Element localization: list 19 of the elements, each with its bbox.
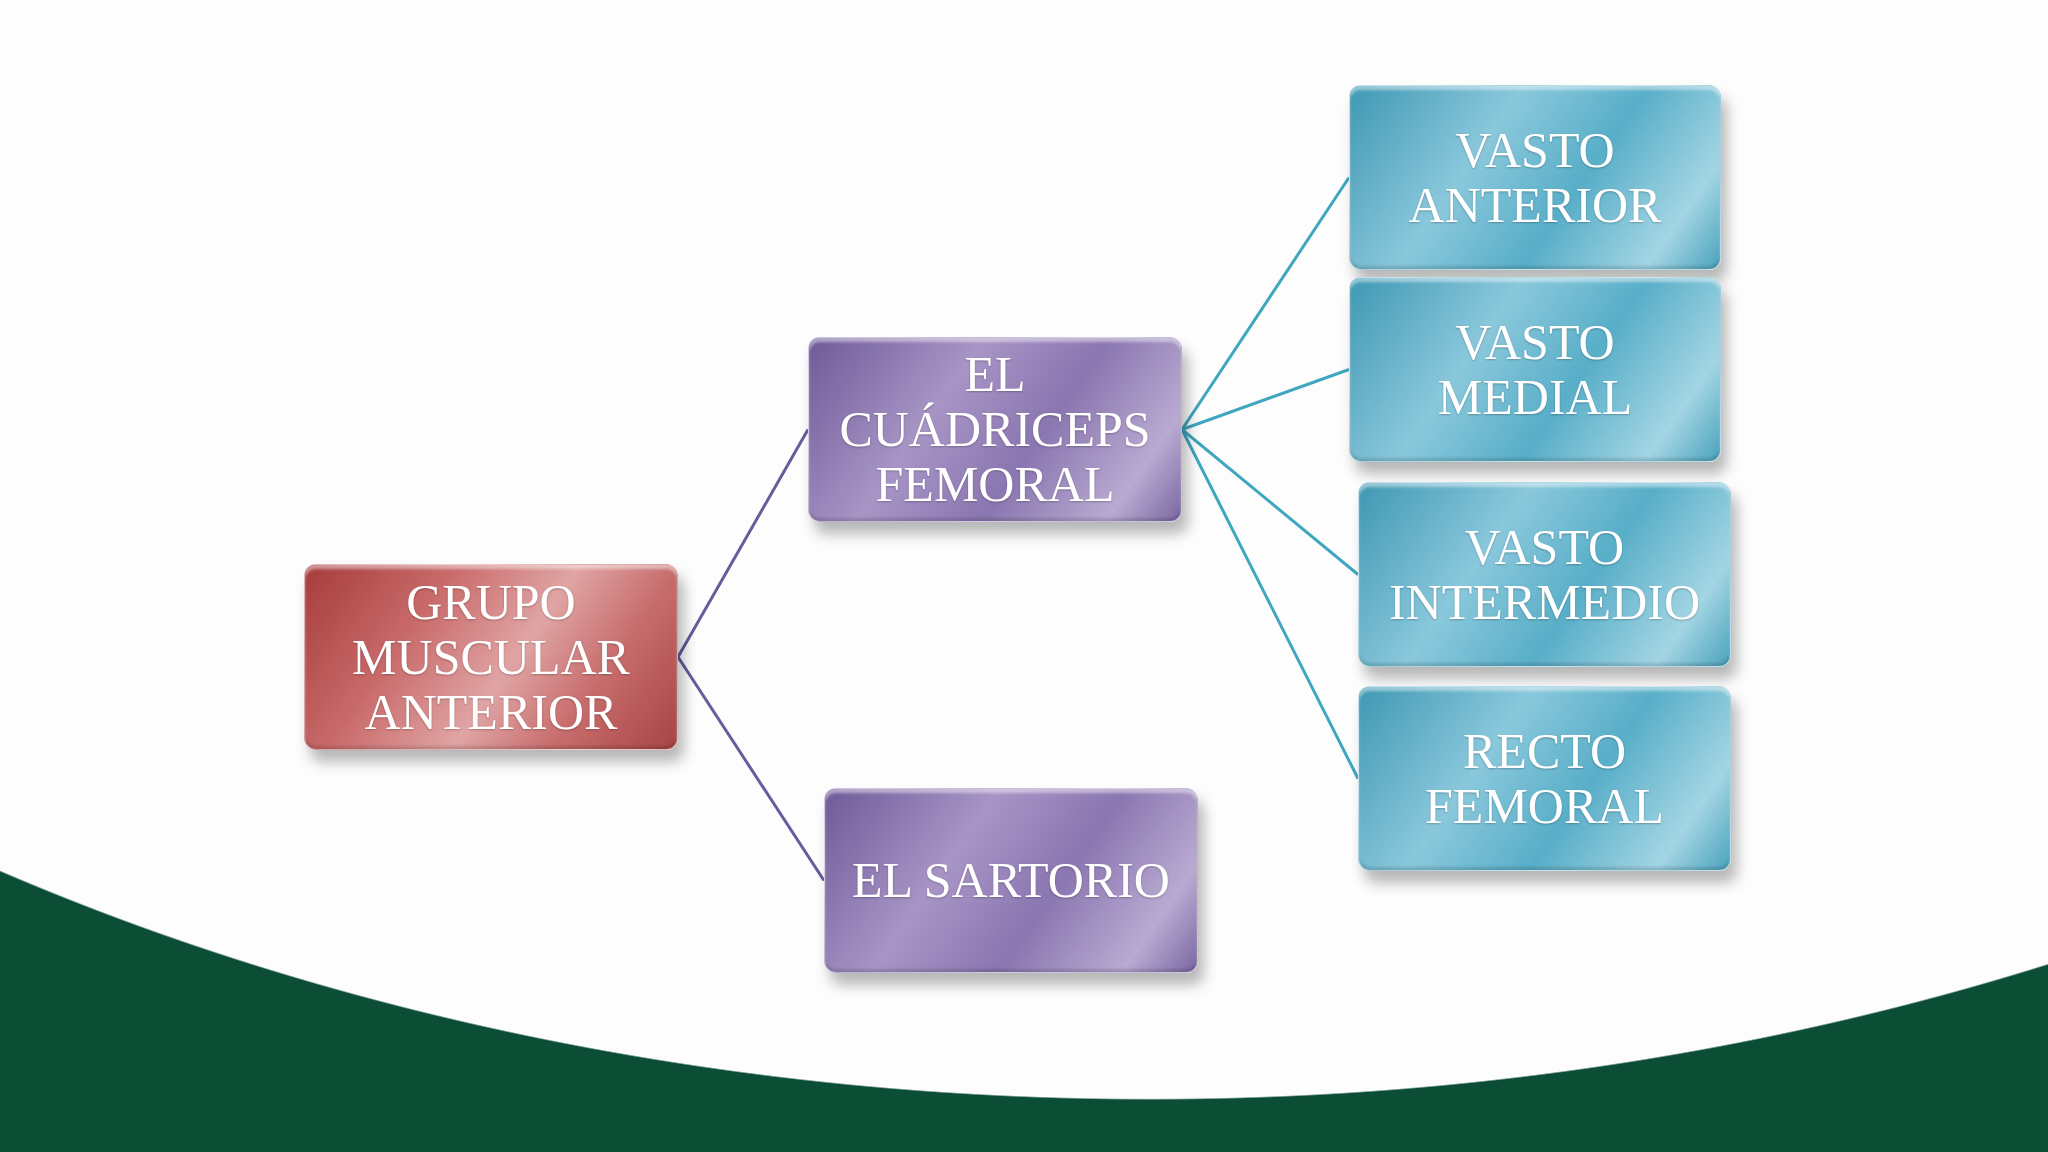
node-label: GRUPO MUSCULAR ANTERIOR xyxy=(351,574,631,740)
connector-line xyxy=(676,656,826,882)
branch-node xyxy=(824,788,1198,973)
leaf-node xyxy=(1358,686,1731,871)
node-label: EL CUÁDRICEPS FEMORAL xyxy=(838,347,1152,512)
node-label: VASTO ANTERIOR xyxy=(1407,122,1663,233)
node-label: VASTO MEDIAL xyxy=(1436,314,1634,425)
connector-line xyxy=(1181,368,1350,431)
node-label: VASTO INTERMEDIO xyxy=(1387,519,1702,630)
connector-line xyxy=(1181,428,1359,576)
root-node xyxy=(304,564,678,750)
branch-node xyxy=(808,337,1182,522)
connector-line xyxy=(676,428,810,658)
connector-line xyxy=(1180,176,1351,431)
leaf-node xyxy=(1349,85,1721,270)
leaf-node xyxy=(1349,277,1721,462)
node-label: RECTO FEMORAL xyxy=(1424,723,1665,834)
leaf-node xyxy=(1358,482,1731,667)
node-label: EL SARTORIO xyxy=(852,853,1170,908)
